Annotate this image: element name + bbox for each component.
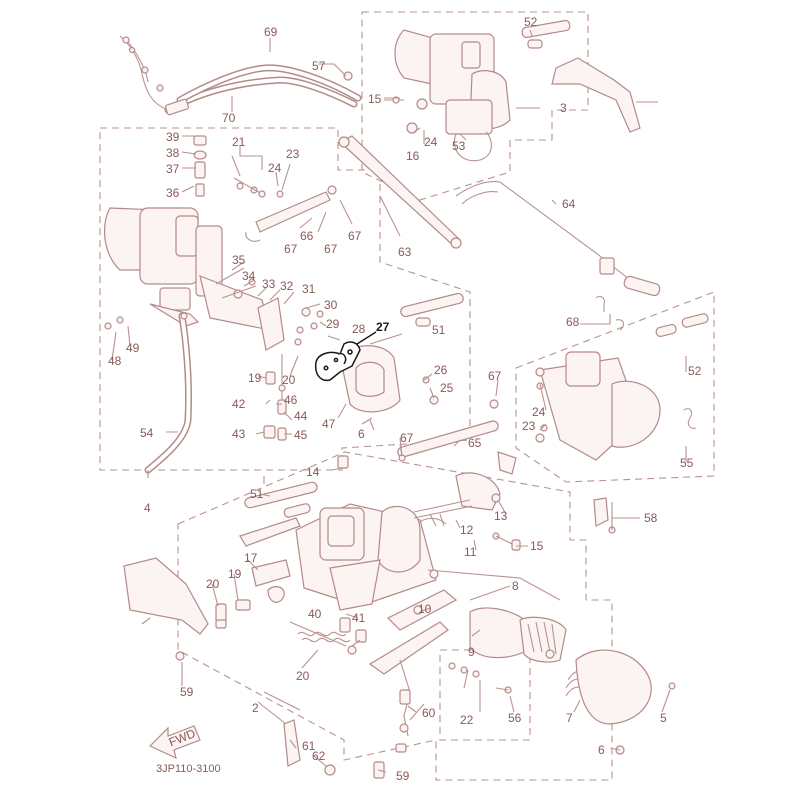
ref-label-34: 34 bbox=[242, 269, 256, 283]
ref-label-69: 70 bbox=[222, 111, 236, 125]
ref-label-18a: 19 bbox=[248, 371, 262, 385]
ref-label-66b: 67 bbox=[324, 242, 338, 256]
fwd-arrow: FWD bbox=[148, 725, 201, 760]
ref-label-23b: 23 bbox=[522, 419, 536, 433]
ref-label-43: 43 bbox=[232, 427, 246, 441]
ref-label-20: 20 bbox=[296, 669, 310, 683]
ref-label-63: 64 bbox=[562, 197, 576, 211]
ref-label-2: 2 bbox=[252, 701, 259, 715]
ref-label-64: 65 bbox=[468, 436, 482, 450]
ref-label-12: 12 bbox=[460, 523, 474, 537]
ref-label-38: 38 bbox=[166, 146, 180, 160]
ref-label-6b: 6 bbox=[598, 743, 605, 757]
ref-label-66a: 67 bbox=[284, 242, 298, 256]
ref-label-33: 33 bbox=[262, 277, 276, 291]
ref-label-17: 17 bbox=[244, 551, 258, 565]
ref-label-25: 25 bbox=[440, 381, 454, 395]
ref-label-66c: 67 bbox=[348, 229, 362, 243]
ref-label-24b: 24 bbox=[268, 161, 282, 175]
ref-label-14: 14 bbox=[306, 465, 320, 479]
leader-lines bbox=[111, 29, 687, 773]
ref-label-19a: 20 bbox=[282, 373, 296, 387]
ref-label-57b: 59 bbox=[396, 769, 410, 783]
ref-label-16: 16 bbox=[406, 149, 420, 163]
ref-label-61: 62 bbox=[312, 749, 326, 763]
ref-label-3: 3 bbox=[560, 101, 567, 115]
ref-label-67: 68 bbox=[566, 315, 580, 329]
ref-label-5: 5 bbox=[660, 711, 667, 725]
ref-label-54: 56 bbox=[508, 711, 522, 725]
carburetor-left bbox=[103, 135, 464, 474]
ref-label-10: 10 bbox=[418, 602, 432, 616]
ref-label-42: 42 bbox=[232, 397, 246, 411]
ref-label-24a: 24 bbox=[424, 135, 438, 149]
ref-label-44: 44 bbox=[294, 409, 308, 423]
ref-label-41: 41 bbox=[352, 611, 366, 625]
ref-label-22: 22 bbox=[460, 713, 474, 727]
ref-label-58: 58 bbox=[644, 511, 658, 525]
ref-label-59: 60 bbox=[422, 706, 436, 720]
ref-label-39: 39 bbox=[166, 130, 180, 144]
frame-right bbox=[515, 291, 715, 483]
reference-labels: 69 70 57 15 52 3 24 16 53 64 39 38 37 36… bbox=[108, 15, 702, 783]
ref-label-46: 46 bbox=[284, 393, 298, 407]
ref-label-27-highlighted: 27 bbox=[376, 320, 390, 334]
ref-label-68: 69 bbox=[264, 25, 278, 39]
ref-label-31: 31 bbox=[302, 282, 316, 296]
ref-label-56: 57 bbox=[312, 59, 326, 73]
ref-label-7: 7 bbox=[566, 711, 573, 725]
ref-label-30: 30 bbox=[324, 298, 338, 312]
ref-label-28: 28 bbox=[352, 322, 366, 336]
ref-label-40: 40 bbox=[308, 607, 322, 621]
ref-label-57a: 59 bbox=[180, 685, 194, 699]
ref-label-52: 53 bbox=[452, 139, 466, 153]
ref-label-15b: 15 bbox=[530, 539, 544, 553]
ref-label-48: 48 bbox=[108, 354, 122, 368]
ref-label-50b: 51 bbox=[250, 487, 264, 501]
ref-label-23a: 23 bbox=[286, 147, 300, 161]
ref-label-51a: 52 bbox=[524, 15, 538, 29]
ref-label-19b: 20 bbox=[206, 577, 220, 591]
ref-label-35: 35 bbox=[232, 253, 246, 267]
ref-label-65: 66 bbox=[300, 229, 314, 243]
ref-label-53: 54 bbox=[140, 426, 154, 440]
ref-label-49: 49 bbox=[126, 341, 140, 355]
ref-label-60: 61 bbox=[302, 739, 316, 753]
ref-label-11: 11 bbox=[464, 545, 477, 559]
diagram-code: 3JP110-3100 bbox=[156, 763, 221, 775]
ref-label-66d: 67 bbox=[488, 369, 502, 383]
ref-label-15a: 15 bbox=[368, 92, 382, 106]
hose-68-69 bbox=[119, 35, 362, 116]
ref-label-4: 4 bbox=[144, 501, 151, 515]
ref-label-13: 13 bbox=[494, 509, 508, 523]
carburetor-right bbox=[535, 295, 709, 534]
carburetor-bottom bbox=[123, 451, 676, 779]
ref-label-26: 26 bbox=[434, 363, 448, 377]
highlighted-part-27 bbox=[314, 331, 377, 382]
frame-left bbox=[99, 127, 471, 471]
ref-label-29: 29 bbox=[326, 317, 340, 331]
ref-label-37: 37 bbox=[166, 162, 180, 176]
ref-label-45: 45 bbox=[294, 428, 308, 442]
ref-label-21: 21 bbox=[232, 135, 246, 149]
ref-label-55: 55 bbox=[680, 456, 694, 470]
ref-label-18b: 19 bbox=[228, 567, 242, 581]
middle-rods bbox=[244, 399, 499, 518]
ref-label-47: 47 bbox=[322, 417, 336, 431]
link-lever-62-63 bbox=[338, 135, 661, 297]
ref-label-62: 63 bbox=[398, 245, 412, 259]
ref-label-50a: 51 bbox=[432, 323, 446, 337]
ref-label-66e: 67 bbox=[400, 431, 414, 445]
ref-label-8: 8 bbox=[512, 579, 519, 593]
ref-label-36: 36 bbox=[166, 186, 180, 200]
ref-label-24c: 24 bbox=[532, 405, 546, 419]
ref-label-32: 32 bbox=[280, 279, 294, 293]
ref-label-51b: 52 bbox=[688, 364, 702, 378]
carburetor-top bbox=[343, 19, 641, 162]
ref-label-6a: 6 bbox=[358, 427, 365, 441]
ref-label-9: 9 bbox=[468, 645, 475, 659]
